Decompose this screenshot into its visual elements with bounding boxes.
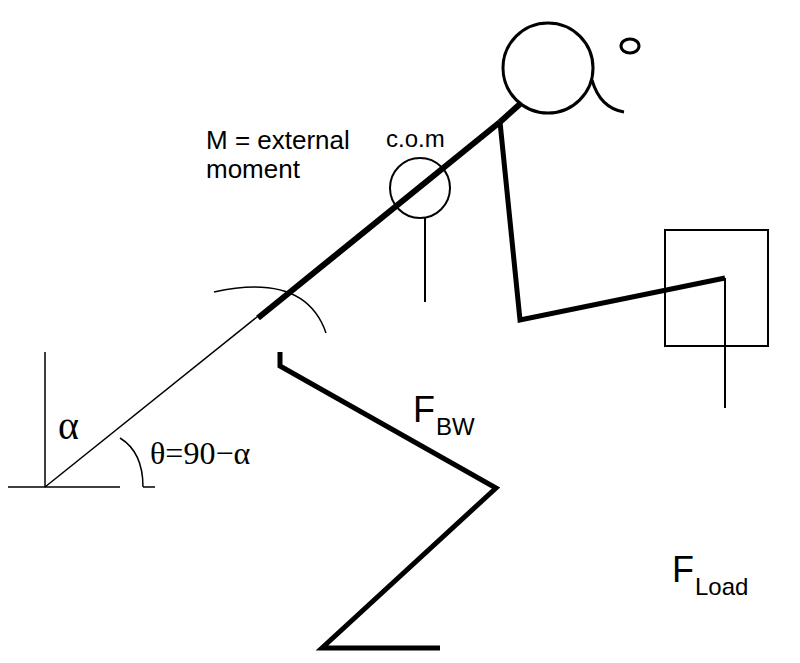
force-subscript: Load [695, 574, 748, 600]
neck-segment [500, 104, 520, 122]
body-weight-vector [424, 218, 426, 302]
leg-segments [280, 352, 496, 648]
head-circle [503, 23, 593, 113]
arm-segments [500, 122, 725, 320]
angle-theta-label: θ=90−α [150, 436, 250, 471]
trunk-axis-line [45, 122, 500, 487]
smile [592, 80, 624, 112]
moment-label: M = external moment [206, 126, 376, 183]
load-vector [724, 278, 726, 408]
load-box [665, 230, 768, 346]
vertical-reference [44, 352, 46, 487]
com-circle [390, 158, 450, 218]
angle-arc [120, 438, 143, 487]
moment-arc [214, 287, 326, 333]
force-subscript: BW [436, 414, 475, 440]
eye [621, 39, 639, 53]
force-symbol: F [413, 390, 435, 430]
com-label: c.o.m [386, 126, 445, 152]
angle-alpha-label: α [58, 404, 79, 448]
force-symbol: F [672, 550, 694, 590]
angle-arc-tick [143, 486, 155, 488]
horizontal-reference [8, 486, 120, 488]
